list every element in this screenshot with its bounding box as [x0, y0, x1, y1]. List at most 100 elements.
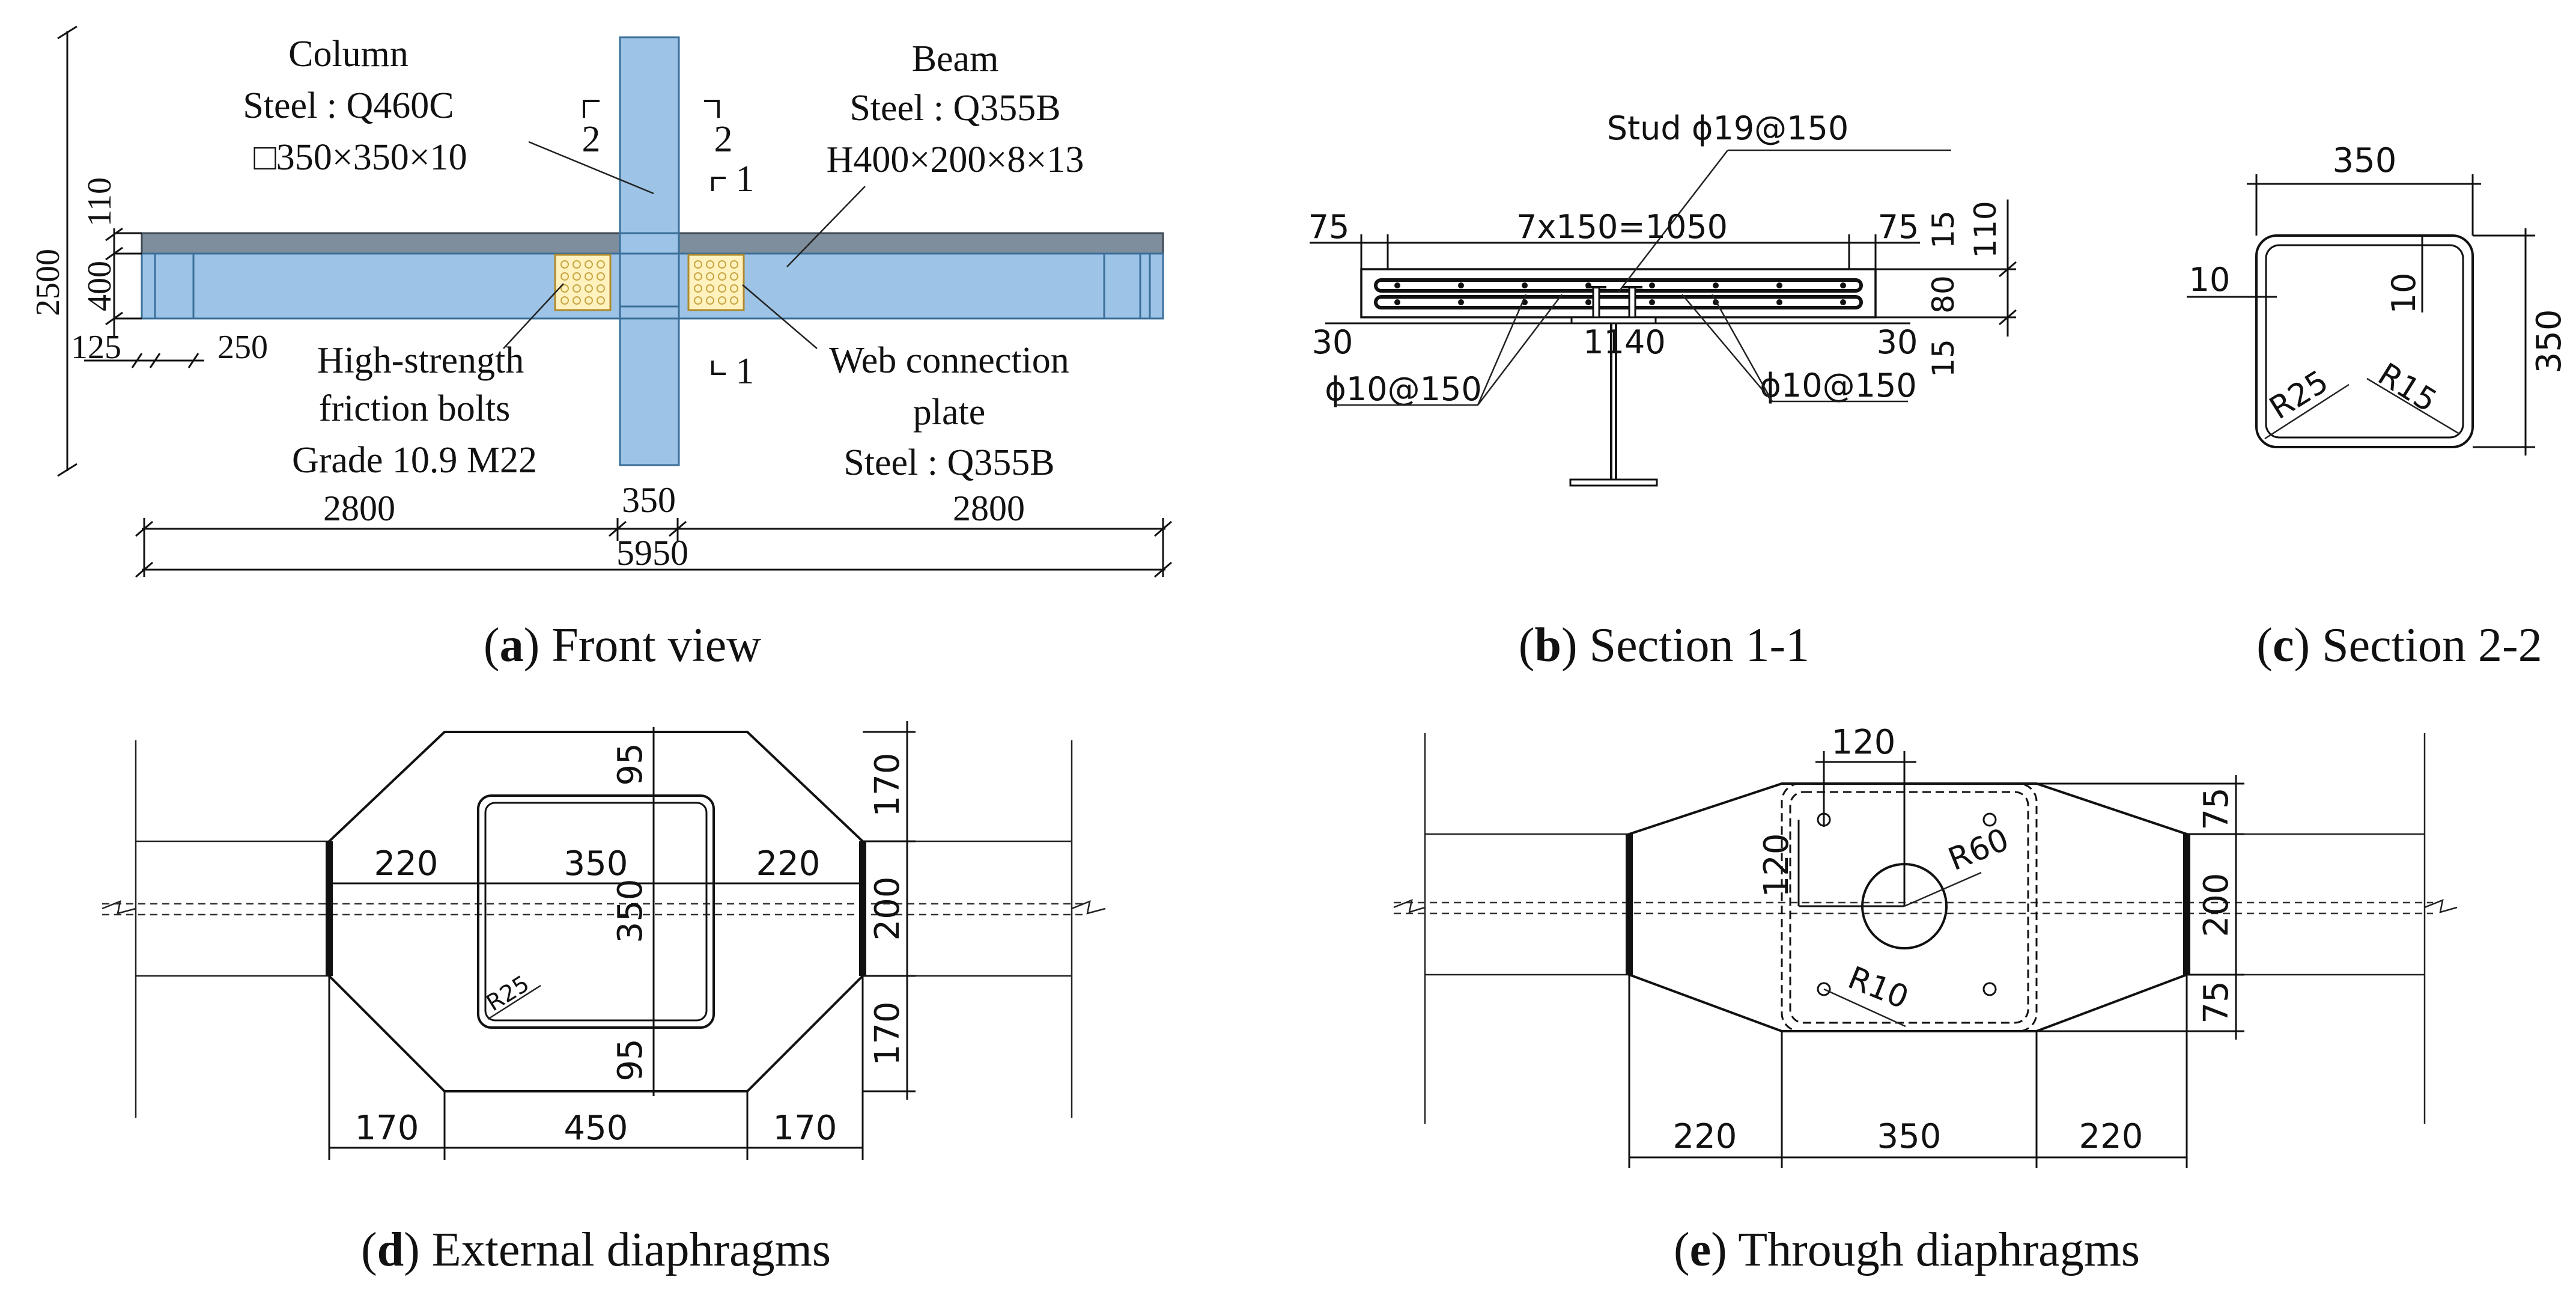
dim-t-left: 10 [2189, 261, 2231, 299]
dim-15-bottom: 15 [1926, 339, 1961, 377]
dim-250: 250 [217, 329, 268, 366]
bolt-group-left [554, 254, 612, 311]
dim-350: 350 [1877, 1117, 1942, 1156]
rebar-dot [1649, 299, 1655, 305]
plate-label-2: plate [913, 392, 986, 433]
bolt [573, 260, 581, 269]
dim-200: 200 [2197, 873, 2236, 937]
rebar-dot [1840, 282, 1846, 288]
rebar-dot [1776, 282, 1782, 288]
caption-b: (b) Section 1-1 [1519, 619, 1809, 672]
bolt [573, 284, 581, 293]
bolt [560, 296, 569, 305]
bolt [585, 272, 593, 281]
bolt [694, 272, 702, 281]
bolt [597, 296, 605, 305]
dim-200: 200 [868, 877, 907, 941]
bolt [718, 284, 726, 293]
plate-label-1: Web connection [829, 340, 1069, 381]
rebar-dot [1585, 299, 1591, 305]
bolt [560, 284, 569, 293]
dim-1140: 1140 [1583, 323, 1665, 361]
dim-350-width: 350 [2333, 141, 2397, 180]
dim-350-height: 350 [2530, 309, 2569, 374]
bolt [694, 260, 702, 269]
bolt-group-right [687, 254, 745, 311]
stud-label: Stud ɸ19@150 [1607, 109, 1849, 147]
bolt [560, 260, 569, 269]
bolt [597, 284, 605, 293]
dim-110: 110 [1968, 201, 2003, 258]
dim-120-v: 120 [1757, 833, 1796, 898]
panel-b-section-1-1: Stud ɸ19@150 75 7x150=1050 75 15 110 80 … [1308, 109, 2017, 672]
radius-inner: R15 [2372, 356, 2443, 419]
dim-30-right: 30 [1877, 323, 1918, 361]
slab-section [1360, 268, 1877, 318]
dim-220-left: 220 [374, 844, 439, 883]
rebar-dot [1394, 299, 1400, 305]
radius-r60: R60 [1943, 821, 2014, 878]
dim-95-top: 95 [611, 743, 650, 785]
dim-t-top: 10 [2385, 273, 2423, 314]
rebar-dot [1458, 299, 1464, 305]
rebar-dot [1458, 282, 1464, 288]
bolts-label-1: High-strength [317, 340, 524, 381]
section-mark-1-top: 1 [736, 159, 755, 200]
bolts-label-2: friction bolts [319, 388, 511, 429]
section-mark-2-left: 2 [582, 119, 601, 160]
bolt [730, 272, 738, 281]
rebar-dot [1713, 282, 1719, 288]
bolt [694, 296, 702, 305]
bolt [694, 284, 702, 293]
dim-80: 80 [1926, 275, 1961, 314]
bolt [730, 260, 738, 269]
column-steel: Steel : Q460C [243, 85, 454, 126]
panel-d-external-diaphragms: 220 350 220 95 350 95 170 200 170 R25 17… [102, 721, 1106, 1276]
dim-2800-right: 2800 [953, 489, 1025, 528]
dim-220-right: 220 [756, 844, 821, 883]
dim-95-bottom: 95 [611, 1038, 650, 1081]
tube-outer [2255, 234, 2474, 448]
bolts [560, 260, 738, 305]
beam-section: H400×200×8×13 [827, 139, 1084, 180]
caption-d: (d) External diaphragms [361, 1223, 831, 1276]
rebar-right-label: ɸ10@150 [1760, 367, 1916, 404]
tube-inner [2265, 244, 2464, 439]
dim-75-left: 75 [1308, 208, 1350, 246]
bolt [718, 260, 726, 269]
beam-label: Beam [912, 38, 999, 79]
dim-450: 450 [564, 1109, 628, 1148]
dim-400: 400 [81, 261, 118, 311]
bolt [706, 260, 714, 269]
plate-label-3: Steel : Q355B [843, 442, 1054, 483]
dim-5950: 5950 [616, 533, 688, 573]
panel-e-through-diaphragms: 120 120 R60 R10 75 200 75 220 350 220 (e… [1393, 723, 2458, 1276]
external-diaphragm-plate [328, 731, 864, 1092]
bolt [585, 296, 593, 305]
dim-7x150: 7x150=1050 [1516, 208, 1728, 246]
radius-r10: R10 [1843, 960, 1913, 1016]
bolt [585, 260, 593, 269]
caption-c: (c) Section 2-2 [2256, 619, 2542, 672]
dim-350-v: 350 [611, 879, 650, 943]
rebar-dot [1776, 299, 1782, 305]
caption-a: (a) Front view [484, 619, 761, 672]
rebar-left-label: ɸ10@150 [1325, 370, 1481, 408]
dim-75-top: 75 [2197, 787, 2236, 830]
bolt [706, 272, 714, 281]
dim-170-bottom: 170 [868, 1002, 907, 1066]
bolt [597, 272, 605, 281]
bolt [718, 272, 726, 281]
bolt [573, 296, 581, 305]
bolt [706, 296, 714, 305]
dim-30-left: 30 [1312, 323, 1353, 361]
dim-120-h: 120 [1832, 723, 1896, 762]
rebar-dot [1649, 282, 1655, 288]
dim-220-right: 220 [2079, 1117, 2143, 1156]
bolt [585, 284, 593, 293]
column-tube [477, 794, 715, 1029]
bolt [597, 260, 605, 269]
dim-125: 125 [71, 329, 121, 366]
dim-170-left-bottom: 170 [355, 1109, 419, 1148]
